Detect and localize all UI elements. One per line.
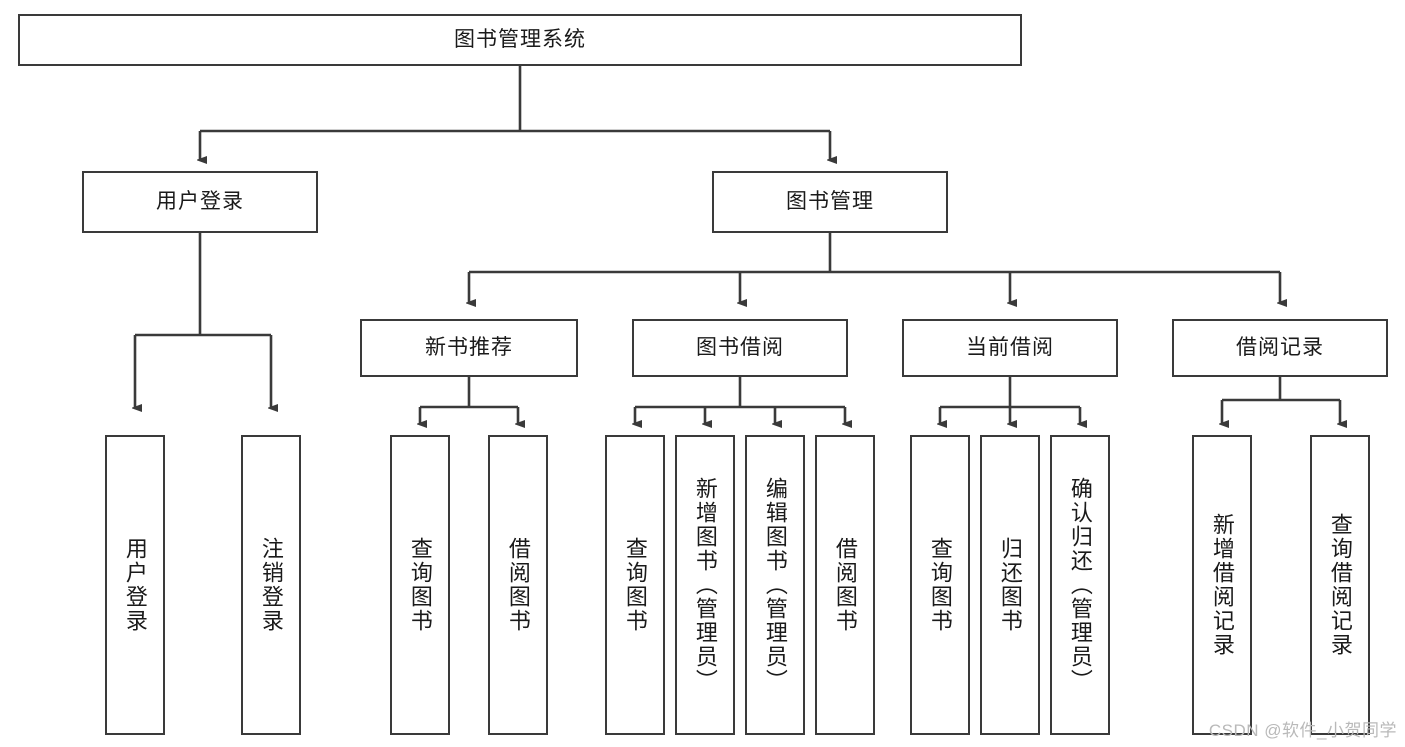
- watermark: CSDN @软件_小贺同学: [1208, 721, 1397, 740]
- leaf-borrow-book-1-label: 借阅图书: [505, 537, 531, 633]
- leaf-confirm-return-label: 确认归还（管理员）: [1067, 477, 1093, 693]
- leaf-add-book[interactable]: 新增图书（管理员）: [675, 435, 735, 735]
- leaf-user-login-label: 用户登录: [122, 537, 148, 633]
- leaf-query-record-label: 查询借阅记录: [1327, 513, 1353, 657]
- node-user-login[interactable]: 用户登录: [82, 171, 318, 233]
- leaf-borrow-book-1[interactable]: 借阅图书: [488, 435, 548, 735]
- leaf-query-book-1-label: 查询图书: [407, 537, 433, 633]
- node-new-book-recommend-label: 新书推荐: [425, 336, 513, 360]
- leaf-return-book[interactable]: 归还图书: [980, 435, 1040, 735]
- leaf-confirm-return[interactable]: 确认归还（管理员）: [1050, 435, 1110, 735]
- leaf-user-logout-label: 注销登录: [258, 537, 284, 633]
- node-book-management-label: 图书管理: [786, 190, 874, 214]
- node-current-borrow[interactable]: 当前借阅: [902, 319, 1118, 377]
- leaf-query-book-2-label: 查询图书: [622, 537, 648, 633]
- leaf-borrow-book-2-label: 借阅图书: [832, 537, 858, 633]
- node-root-label: 图书管理系统: [454, 28, 586, 52]
- leaf-borrow-book-2[interactable]: 借阅图书: [815, 435, 875, 735]
- node-borrow-record-label: 借阅记录: [1236, 336, 1324, 360]
- leaf-user-logout[interactable]: 注销登录: [241, 435, 301, 735]
- leaf-add-book-label: 新增图书（管理员）: [692, 477, 718, 693]
- leaf-user-login[interactable]: 用户登录: [105, 435, 165, 735]
- leaf-query-book-1[interactable]: 查询图书: [390, 435, 450, 735]
- leaf-return-book-label: 归还图书: [997, 537, 1023, 633]
- leaf-query-record[interactable]: 查询借阅记录: [1310, 435, 1370, 735]
- node-user-login-label: 用户登录: [156, 190, 244, 214]
- node-book-management[interactable]: 图书管理: [712, 171, 948, 233]
- node-book-borrow[interactable]: 图书借阅: [632, 319, 848, 377]
- node-book-borrow-label: 图书借阅: [696, 336, 784, 360]
- leaf-query-book-3-label: 查询图书: [927, 537, 953, 633]
- leaf-add-record[interactable]: 新增借阅记录: [1192, 435, 1252, 735]
- node-root[interactable]: 图书管理系统: [18, 14, 1022, 66]
- node-borrow-record[interactable]: 借阅记录: [1172, 319, 1388, 377]
- node-new-book-recommend[interactable]: 新书推荐: [360, 319, 578, 377]
- node-current-borrow-label: 当前借阅: [966, 336, 1054, 360]
- leaf-query-book-2[interactable]: 查询图书: [605, 435, 665, 735]
- leaf-query-book-3[interactable]: 查询图书: [910, 435, 970, 735]
- leaf-edit-book-label: 编辑图书（管理员）: [762, 477, 788, 693]
- leaf-edit-book[interactable]: 编辑图书（管理员）: [745, 435, 805, 735]
- leaf-add-record-label: 新增借阅记录: [1209, 513, 1235, 657]
